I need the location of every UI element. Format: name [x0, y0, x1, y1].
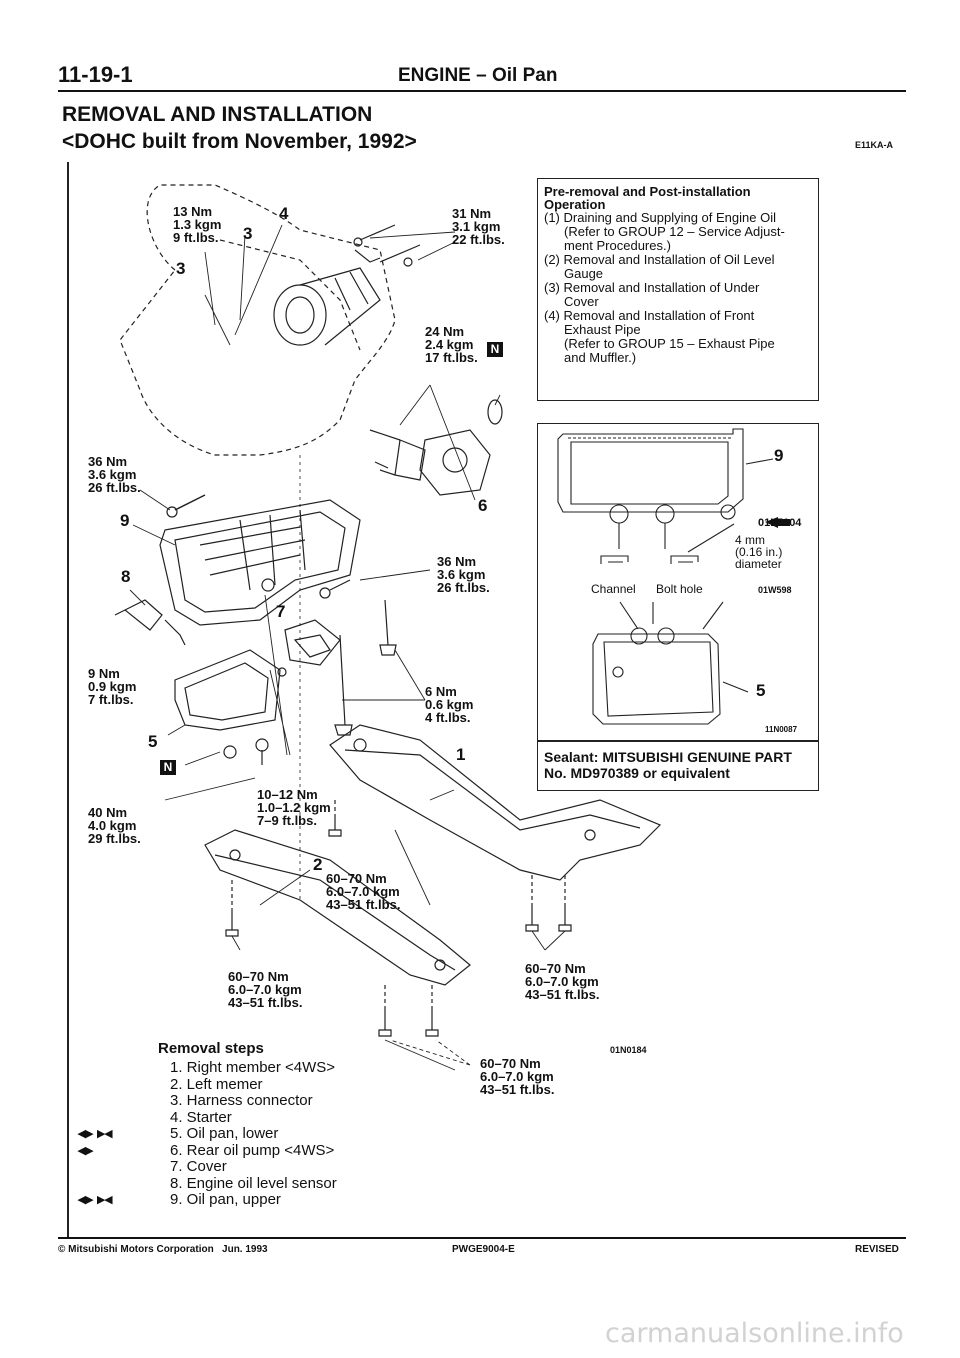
- sealant-code-01w598: 01W598: [758, 585, 792, 595]
- removal-steps-list: 1. Right member <4WS> 2. Left memer 3. H…: [78, 1059, 438, 1209]
- sealant-code-11n0087: 11N0087: [765, 725, 798, 734]
- bead-diameter-label: 4 mm (0.16 in.) diameter: [735, 533, 783, 571]
- callout-6: 6: [478, 496, 488, 515]
- callout-7: 7: [276, 602, 286, 621]
- n-icon-lower: N: [160, 760, 176, 775]
- pre-removal-item-2: (2) Removal and Installation of Oil Leve…: [544, 252, 775, 267]
- footer-status: REVISED: [855, 1244, 899, 1255]
- pre-removal-item-3: (3) Removal and Installation of Under: [544, 280, 760, 295]
- callout-3b: 3: [176, 259, 186, 278]
- callout-3a: 3: [243, 224, 253, 243]
- left-member: [204, 829, 471, 986]
- removal-step-5: ◂▸ ▸◂5. Oil pan, lower: [78, 1125, 279, 1142]
- sealant-callout-5: 5: [756, 681, 766, 700]
- upper-oil-pan: [159, 499, 361, 626]
- n-icon-upper: N: [487, 342, 503, 357]
- starter-motor: [273, 249, 381, 346]
- page-title: REMOVAL AND INSTALLATION: [62, 103, 373, 126]
- callout-9: 9: [120, 511, 130, 530]
- removal-step-7: 7. Cover: [170, 1158, 227, 1175]
- callout-2: 2: [313, 855, 323, 874]
- removal-step-3: 3. Harness connector: [170, 1092, 313, 1109]
- removal-step-6: ◂▸6. Rear oil pump <4WS>: [78, 1141, 335, 1159]
- removal-step-1: 1. Right member <4WS>: [170, 1059, 336, 1076]
- pre-removal-title: Pre-removal and Post-installation Operat…: [544, 184, 751, 212]
- pre-removal-item-2-cont: Gauge: [564, 266, 604, 281]
- sealant-application-diagram: [557, 428, 790, 725]
- removal-step-8: 8. Engine oil level sensor: [170, 1174, 337, 1192]
- rear-oil-pump: [369, 399, 503, 496]
- removal-step-2: 2. Left memer: [170, 1075, 263, 1093]
- callout-4: 4: [279, 204, 289, 223]
- sealant-spec: Sealant: MITSUBISHI GENUINE PART No. MD9…: [544, 749, 792, 781]
- footer-copyright: © Mitsubishi Motors Corporation Jun. 199…: [58, 1244, 268, 1255]
- section-code: E11KA-A: [855, 140, 894, 150]
- pre-removal-item-3-cont: Cover: [564, 294, 599, 309]
- pre-removal-item-1-ref2: ment Procedures.): [564, 238, 671, 253]
- callout-1: 1: [456, 745, 466, 764]
- pre-removal-item-4-cont: Exhaust Pipe: [564, 322, 641, 337]
- pre-removal-item-4-ref2: and Muffler.): [564, 350, 637, 365]
- footer-doc-code: PWGE9004-E: [452, 1244, 515, 1255]
- channel-label: Channel: [591, 582, 636, 596]
- footer-rule: [58, 1237, 906, 1239]
- section-title: ENGINE – Oil Pan: [398, 65, 558, 86]
- watermark: carmanualsonline.info: [605, 1318, 904, 1349]
- header-rule: [58, 90, 906, 92]
- removal-steps-title: Removal steps: [158, 1040, 264, 1057]
- page-subtitle: <DOHC built from November, 1992>: [62, 130, 417, 153]
- sealant-callout-9: 9: [774, 446, 784, 465]
- lower-oil-pan: [174, 649, 281, 731]
- left-margin-rule: [67, 162, 69, 1237]
- right-member: [329, 724, 662, 881]
- figure-code: 01N0184: [610, 1045, 647, 1055]
- callout-5: 5: [148, 732, 158, 751]
- callout-8: 8: [121, 567, 131, 586]
- pre-removal-item-4: (4) Removal and Installation of Front: [544, 308, 755, 323]
- pre-removal-item-1-ref: (Refer to GROUP 12 – Service Adjust-: [564, 224, 785, 239]
- bolt-hole-label: Bolt hole: [656, 582, 703, 596]
- sealant-divider: [538, 740, 818, 742]
- removal-step-4: 4. Starter: [170, 1108, 232, 1126]
- sealant-code-01l5004: 01L5004: [758, 517, 802, 529]
- pre-removal-box: Pre-removal and Post-installation Operat…: [537, 178, 819, 401]
- page-number: 11-19-1: [58, 62, 133, 87]
- sealant-box: 9 01L5004 4 mm (0.16 in.) diameter Chann…: [537, 423, 819, 791]
- removal-step-9: ◂▸ ▸◂9. Oil pan, upper: [78, 1191, 281, 1208]
- pre-removal-item-4-ref: (Refer to GROUP 15 – Exhaust Pipe: [564, 336, 775, 351]
- pre-removal-item-1: (1) Draining and Supplying of Engine Oil: [544, 210, 776, 225]
